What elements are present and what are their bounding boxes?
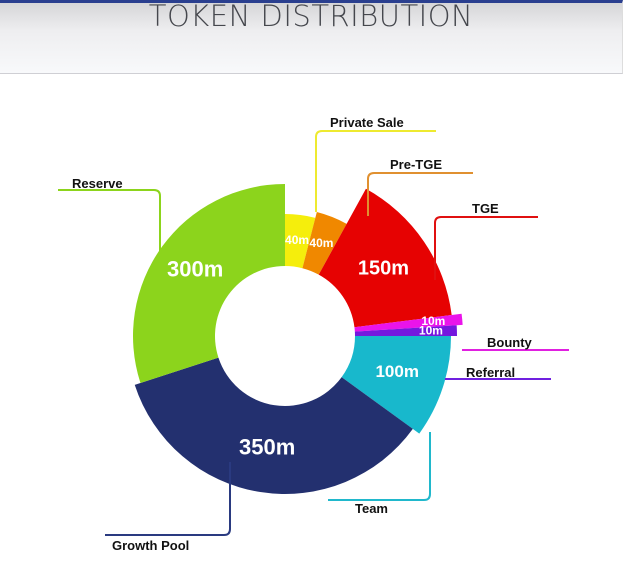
slice-reserve <box>132 184 285 383</box>
value-label-pre-tge: 40m <box>309 236 333 250</box>
leader-line-reserve <box>58 189 161 252</box>
value-label-bounty: 10m <box>421 314 445 328</box>
leader-line-pre-tge <box>367 172 473 216</box>
leader-line-growth-pool <box>105 462 231 536</box>
value-label-referral: 10m <box>419 324 443 338</box>
leader-line-team <box>328 432 431 501</box>
value-label-growth-pool: 350m <box>239 434 295 459</box>
legend-label-reserve: Reserve <box>72 176 123 191</box>
legend-label-referral: Referral <box>466 365 515 380</box>
value-label-tge: 150m <box>358 257 409 279</box>
slice-team <box>341 336 452 434</box>
leader-line-private-sale <box>315 130 436 212</box>
legend-label-tge: TGE <box>472 201 499 216</box>
page-title: TOKEN DISTRIBUTION <box>148 0 474 33</box>
slice-tge <box>318 188 452 328</box>
value-label-team: 100m <box>375 362 418 381</box>
legend-label-team: Team <box>355 501 388 516</box>
header-bar: TOKEN DISTRIBUTION <box>0 0 623 74</box>
slice-referral <box>354 325 457 336</box>
value-label-reserve: 300m <box>167 257 223 282</box>
legend-label-bounty: Bounty <box>487 335 533 350</box>
legend-label-private-sale: Private Sale <box>330 115 404 130</box>
slice-pre-tge <box>302 212 347 275</box>
legend-label-growth-pool: Growth Pool <box>112 538 189 553</box>
leader-line-tge <box>434 216 538 280</box>
slice-bounty <box>354 313 463 332</box>
legend-label-pre-tge: Pre-TGE <box>390 157 442 172</box>
slice-private-sale <box>285 214 316 269</box>
value-label-private-sale: 40m <box>285 233 309 247</box>
slice-growth-pool <box>134 357 413 494</box>
